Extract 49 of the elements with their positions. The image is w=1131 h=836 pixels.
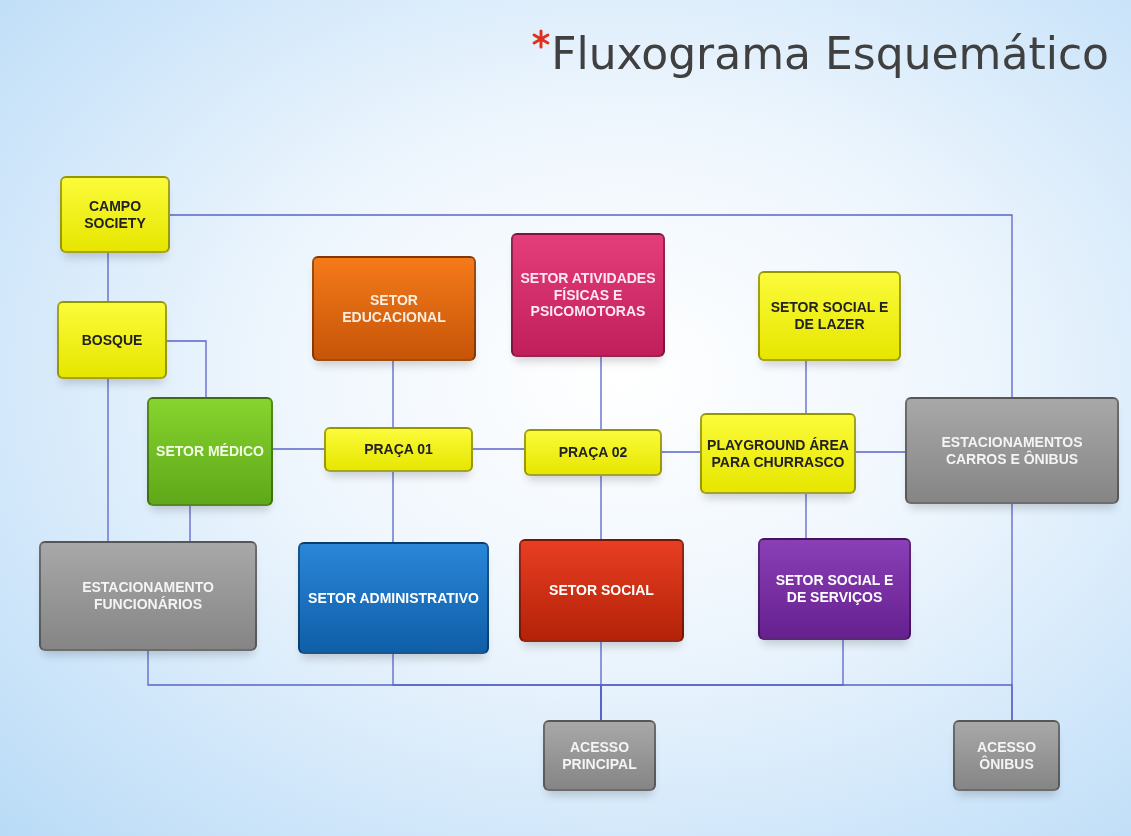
sector-box <box>543 720 656 791</box>
sector-box <box>953 720 1060 791</box>
sector-box <box>905 397 1119 504</box>
sector-label: SETOR ATIVIDADES FÍSICAS E PSICOMOTORAS <box>519 269 657 321</box>
sector-box <box>511 233 665 357</box>
sector-box <box>324 427 473 472</box>
connector-line <box>600 356 602 430</box>
sector-label: SETOR EDUCACIONAL <box>341 291 447 326</box>
connector-line <box>600 475 602 540</box>
sector-label: SETOR ADMINISTRATIVO <box>307 589 480 607</box>
sector-label: PRAÇA 02 <box>557 444 629 461</box>
sector-box <box>312 256 476 361</box>
sector-box <box>700 413 856 494</box>
sector-label: SETOR SOCIAL E DE SERVIÇOS <box>774 572 895 606</box>
sector-label: SETOR SOCIAL <box>548 582 655 599</box>
title: Fluxograma Esquemático <box>551 28 1109 79</box>
connector-line <box>392 360 394 428</box>
sector-label: ACESSO ÔNIBUS <box>975 738 1038 773</box>
sector-box <box>57 301 167 379</box>
connector-line <box>855 451 906 453</box>
connector-line <box>272 448 325 450</box>
connector-line <box>107 252 109 302</box>
connector-line <box>805 493 807 539</box>
connector-line <box>805 360 807 414</box>
sector-label: BOSQUE <box>80 331 144 349</box>
sector-box <box>147 397 273 506</box>
sector-label: ESTACIONAMENTO FUNCIONÁRIOS <box>81 579 215 613</box>
sector-label: PLAYGROUND ÁREA PARA CHURRASCO <box>706 436 850 471</box>
sector-box <box>758 271 901 361</box>
connector-line <box>166 340 207 398</box>
sector-box <box>39 541 257 651</box>
sector-label: SETOR MÉDICO <box>155 443 265 460</box>
sector-label: ACESSO PRINCIPAL <box>561 738 638 773</box>
sector-box <box>524 429 662 476</box>
sector-box <box>758 538 911 640</box>
sector-label: PRAÇA 01 <box>363 441 434 458</box>
connector-line <box>661 451 701 453</box>
sector-box <box>519 539 684 642</box>
sector-label: SETOR SOCIAL E DE LAZER <box>769 299 890 333</box>
connector-line <box>392 471 394 543</box>
connector-line <box>472 448 525 450</box>
sector-label: CAMPO SOCIETY <box>83 197 147 232</box>
sector-box <box>60 176 170 253</box>
sector-label: ESTACIONAMENTOS CARROS E ÔNIBUS <box>940 433 1084 468</box>
connector-line <box>600 684 1013 721</box>
connector-line <box>169 214 1013 398</box>
connector-line <box>107 378 109 542</box>
sector-box <box>298 542 489 654</box>
connector-line <box>189 505 191 542</box>
